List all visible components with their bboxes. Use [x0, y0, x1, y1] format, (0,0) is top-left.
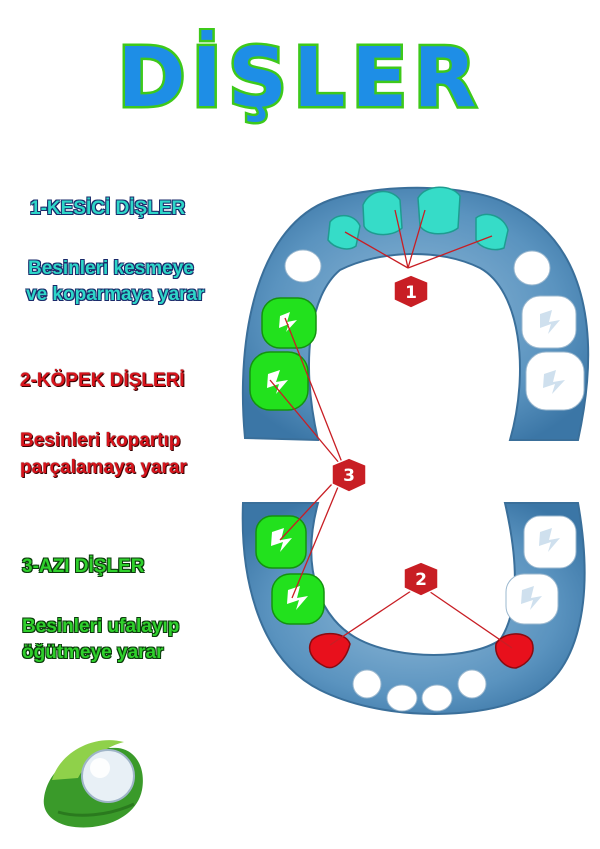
molar-groove [539, 528, 560, 552]
molar-heading: 3-AZI DİŞLER [22, 556, 145, 577]
lower-incisor-tooth [421, 684, 453, 712]
upper-incisor-tooth [327, 214, 361, 250]
molar-groove [540, 310, 560, 334]
page-title: DİŞLER [117, 30, 482, 126]
lower-incisor-tooth [386, 684, 418, 712]
upper-canine-tooth [513, 250, 551, 286]
leaf-globe-logo-icon [43, 740, 143, 828]
badge-molar-label: 3 [343, 466, 355, 486]
title-area: DİŞLER [0, 28, 600, 128]
molar-groove [543, 370, 565, 394]
badge-canine: 2 [403, 561, 439, 597]
upper-incisor-tooth [417, 186, 461, 235]
molar-groove [521, 586, 542, 610]
upper-incisor-tooth [362, 190, 403, 236]
incisor-heading: 1-KESİCİ DİŞLER [30, 198, 186, 219]
molar-groove [287, 586, 308, 610]
lower-canine-tooth [308, 632, 351, 669]
canine-heading: 2-KÖPEK DİŞLERİ [20, 370, 185, 391]
badge-molar: 3 [331, 457, 367, 493]
lower-incisor-tooth [352, 669, 382, 699]
upper-incisor-tooth [475, 213, 509, 251]
upper-canine-tooth [284, 249, 322, 283]
badge-canine-label: 2 [415, 570, 427, 590]
molar-groove [279, 312, 297, 332]
incisor-desc-line-1: Besinleri kesmeye [28, 258, 194, 279]
upper-molar-tooth [525, 351, 585, 411]
badge-incisor-label: 1 [405, 283, 417, 303]
molar-desc-line-2: öğütmeye yarar [22, 642, 164, 663]
badge-incisor: 1 [393, 274, 429, 309]
molar-groove [271, 528, 292, 552]
lower-incisor-tooth [457, 669, 487, 699]
molar-desc-line-1: Besinleri ufalayıp [22, 616, 180, 637]
title-graphic: DİŞLER [115, 28, 482, 128]
upper-gum [241, 186, 590, 442]
incisor-desc-line-2: ve koparmaya yarar [26, 284, 205, 305]
molar-groove [267, 370, 288, 394]
canine-desc-line-2: parçalamaya yarar [20, 457, 187, 478]
upper-molar-tooth [249, 351, 309, 411]
canine-desc-line-1: Besinleri kopartıp [20, 430, 181, 451]
